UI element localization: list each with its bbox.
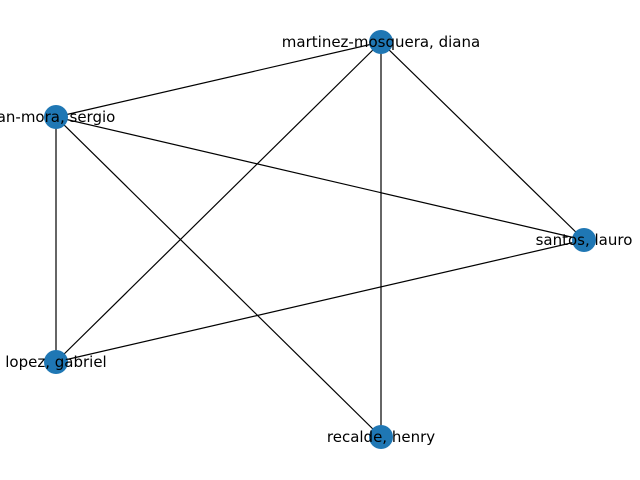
node-santos-lauro — [572, 228, 596, 252]
node-label-santos-lauro: santos, lauro — [536, 231, 633, 249]
edge-an-mora-sergio--santos-lauro — [55, 116, 585, 241]
node-martinez-mosquera-diana — [369, 30, 393, 54]
edges-layer — [55, 41, 585, 438]
nodes-layer — [44, 30, 596, 449]
node-an-mora-sergio — [44, 105, 68, 129]
node-recalde-henry — [369, 425, 393, 449]
edge-martinez-mosquera-diana--lopez-gabriel — [55, 41, 382, 363]
labels-layer: martinez-mosquera, diana an-mora, sergio s… — [0, 33, 632, 446]
edge-martinez-mosquera-diana--an-mora-sergio — [55, 41, 382, 118]
node-label-an-mora-sergio: an-mora, sergio — [0, 108, 115, 126]
node-label-martinez-mosquera-diana: martinez-mosquera, diana — [282, 33, 480, 51]
edge-martinez-mosquera-diana--santos-lauro — [380, 41, 585, 241]
node-label-recalde-henry: recalde, henry — [327, 428, 435, 446]
node-label-lopez-gabriel: lopez, gabriel — [5, 353, 106, 371]
edge-santos-lauro--lopez-gabriel — [55, 239, 585, 363]
node-lopez-gabriel — [44, 350, 68, 374]
edge-an-mora-sergio--recalde-henry — [55, 116, 382, 438]
